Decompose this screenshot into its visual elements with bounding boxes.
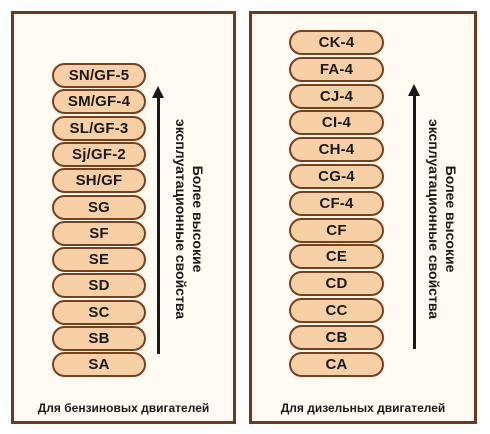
up-arrow-icon — [408, 84, 420, 349]
gasoline-class-pill: SD — [52, 273, 146, 299]
up-arrow-icon — [152, 86, 164, 354]
gasoline-class-pill: SG — [52, 194, 146, 220]
diesel-class-pill: CG-4 — [289, 164, 384, 189]
diesel-class-pill: CI-4 — [289, 110, 384, 136]
diesel-arrow-label: Более высокие эксплуатационные свойства — [425, 94, 459, 344]
gasoline-class-pill: SB — [52, 326, 146, 351]
gasoline-class-pill: SL/GF-3 — [52, 115, 146, 141]
gasoline-class-pill: Sj/GF-2 — [52, 141, 146, 167]
diesel-class-pill: CK-4 — [289, 30, 384, 55]
gasoline-caption: Для бензиновых двигателей — [37, 401, 210, 415]
diesel-class-pill: CB — [289, 324, 384, 350]
gasoline-class-pill: SM/GF-4 — [52, 89, 146, 115]
diesel-arrow-label-line1: Более высокие — [443, 165, 459, 273]
gasoline-class-pill: SN/GF-5 — [52, 63, 146, 88]
diesel-class-pill: CD — [289, 271, 384, 297]
diesel-class-pill: CF-4 — [289, 190, 384, 216]
diesel-class-pill: CH-4 — [289, 137, 384, 163]
gasoline-arrow-label-line1: Более высокие — [190, 165, 206, 273]
gasoline-class-pill: SF — [52, 220, 146, 246]
gasoline-arrow-label: Более высокие эксплуатационные свойства — [172, 94, 206, 344]
gasoline-class-pill: SA — [52, 352, 146, 378]
diesel-class-pill: FA-4 — [289, 56, 384, 82]
diesel-arrow-label-line2: эксплуатационные свойства — [426, 118, 442, 320]
diesel-class-pill: CJ-4 — [289, 83, 384, 109]
diesel-class-pill: CA — [289, 351, 384, 377]
diesel-class-pill: CF — [289, 217, 384, 243]
gasoline-class-pill: SE — [52, 247, 146, 273]
diesel-class-pill: CC — [289, 298, 384, 323]
gasoline-class-pill: SH/GF — [52, 168, 146, 194]
diesel-caption: Для дизельных двигателей — [280, 401, 446, 415]
diesel-class-pill: CE — [289, 244, 384, 270]
gasoline-arrow-label-line2: эксплуатационные свойства — [173, 118, 189, 320]
gasoline-class-pill: SC — [52, 299, 146, 325]
